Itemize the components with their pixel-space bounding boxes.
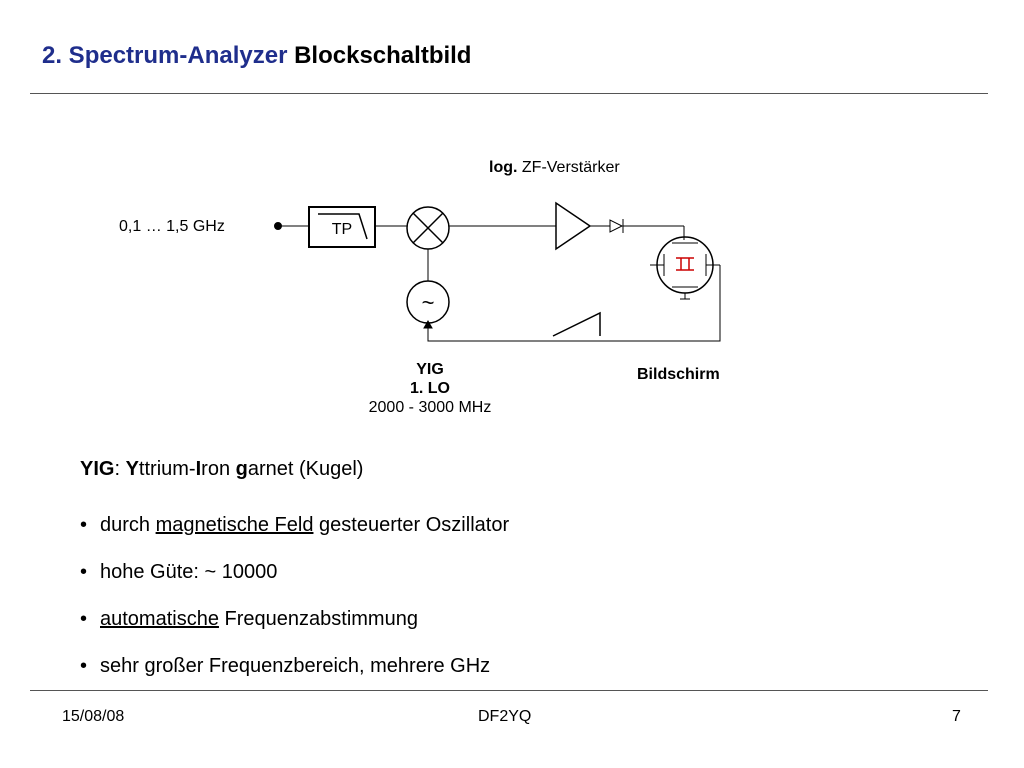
crt-deflection-plates [676,257,694,271]
lo-name: 1. LO [409,380,450,397]
yig-lo-label: YIG 1. LO 2000 - 3000 MHz [340,360,520,417]
osc-tilde: ~ [422,290,435,315]
screen-label: Bildschirm [637,366,720,383]
footer-author: DF2YQ [478,708,532,725]
footer-date: 15/08/08 [62,708,125,725]
input-frequency-label: 0,1 … 1,5 GHz [119,218,225,235]
sawtooth-generator-symbol [552,311,601,337]
lo-range: 2000 - 3000 MHz [368,399,492,416]
amp-label: log. ZF-Verstärker [489,159,620,177]
yig-name: YIG [416,361,444,378]
list-item: •hohe Güte: ~ 10000 [80,561,278,583]
yig-definition: YIG: Yttrium-Iron garnet (Kugel) [80,458,364,480]
list-item: •durch magnetische Feld gesteuerter Oszi… [80,514,510,536]
if-amplifier-symbol [555,201,592,251]
tp-filter-box [308,206,376,248]
title-rest: Blockschaltbild [294,42,472,69]
top-rule [30,93,988,94]
amp-label-bold: log. [489,159,518,176]
bottom-rule [30,690,988,691]
input-terminal [274,222,282,230]
arrow-up [423,319,433,329]
bullet-list: •durch magnetische Feld gesteuerter Oszi… [80,514,509,702]
footer-page-number: 7 [952,708,961,725]
amp-label-rest: ZF-Verstärker [521,159,620,176]
page-title: 2. Spectrum-Analyzer Blockschaltbild [42,42,471,70]
list-item: •sehr großer Frequenzbereich, mehrere GH… [80,655,491,677]
lowpass-symbol [318,213,368,240]
tp-label: TP [332,221,352,238]
title-colored: 2. Spectrum-Analyzer [42,42,288,69]
wire-sweep-loop [427,265,721,342]
detector-diode-symbol [609,219,624,233]
list-item: •automatische Frequenzabstimmung [80,608,418,630]
crt-display-symbol [656,236,714,294]
